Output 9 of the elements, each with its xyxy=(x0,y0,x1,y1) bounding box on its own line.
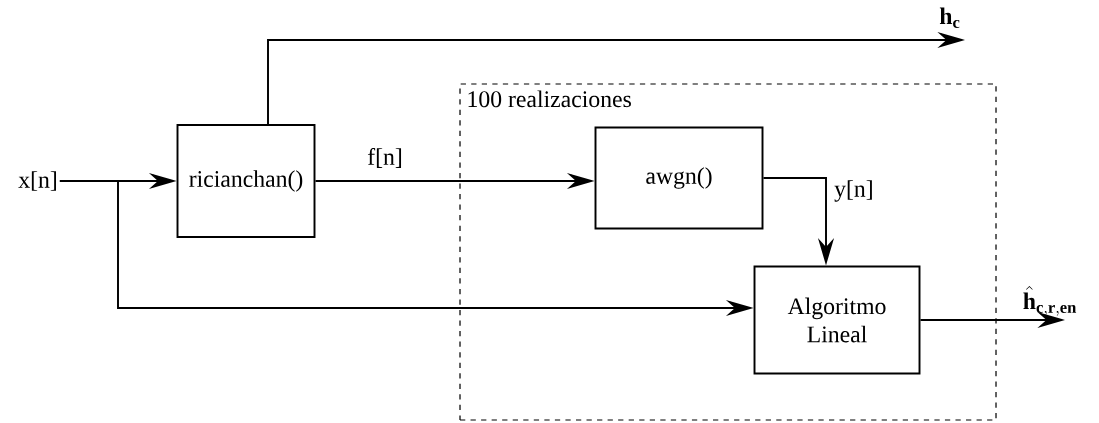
output-symbol: $\mathbf{h}_{\mathbf{c}}$ xyxy=(939,7,960,28)
signal-label: y[n] xyxy=(834,180,872,202)
frame-title: 100 realizaciones xyxy=(468,90,631,108)
process-box: awgn() xyxy=(594,126,764,230)
output-symbol: $\hat{\mathbf{h}}_{\mathbf{c},\mathbf{r},\mathbf{en}}$ xyxy=(1023,285,1077,316)
signal-label: f[n] xyxy=(367,148,402,168)
input-label: x[n] xyxy=(18,171,56,191)
process-box: ricianchan() xyxy=(176,124,316,238)
process-box: Algoritmo Lineal xyxy=(753,265,921,375)
